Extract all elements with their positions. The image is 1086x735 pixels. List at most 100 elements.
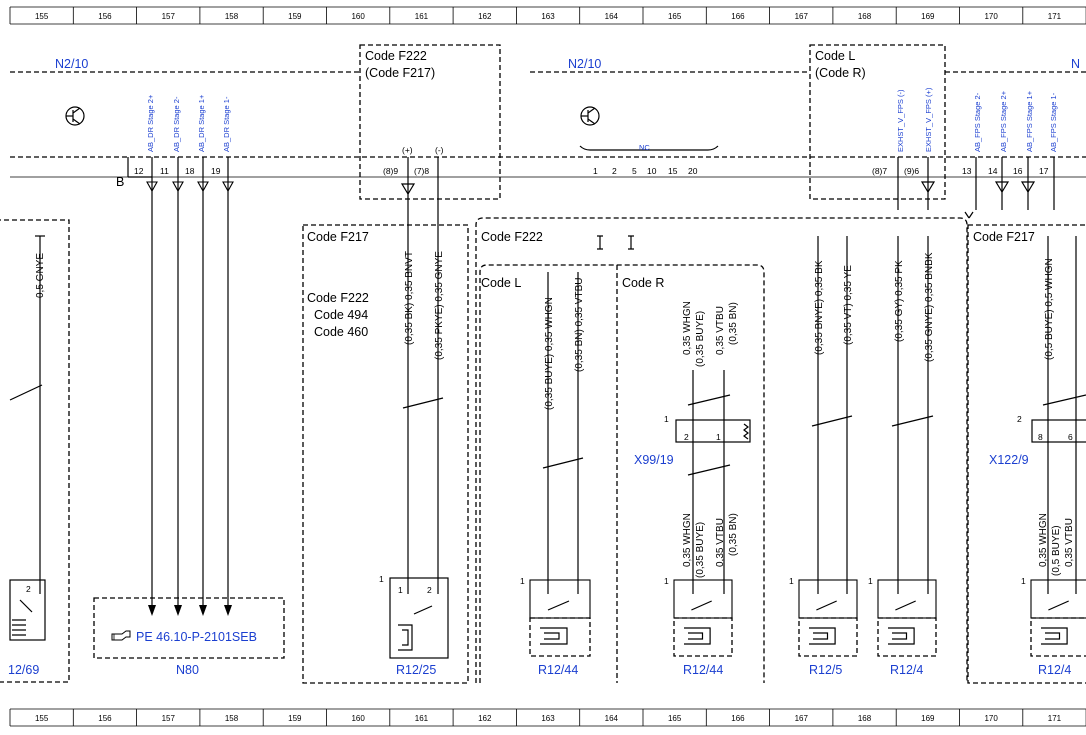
pin-number: (7)8 (414, 166, 429, 176)
ruler-label: 169 (921, 714, 935, 723)
connector-pin: 2 (1017, 414, 1022, 424)
ruler-label: 158 (225, 714, 239, 723)
nc-label: NC (639, 143, 650, 152)
code-box-l-r-sub (479, 264, 765, 683)
code-box-f222-f217 (359, 44, 501, 200)
pin-number: 17 (1039, 166, 1049, 176)
wire-label: (0,35 VT) 0,35 YE (843, 265, 854, 345)
signal-label: AB_DR Stage 1+ (197, 94, 206, 152)
module-n2-10-right[interactable]: N2/10 (568, 57, 601, 71)
wire-label: (0,5 BUYE) (1051, 525, 1062, 576)
wire-label: (0,5 BUYE) 0,5 WHGN (1044, 258, 1055, 360)
ruler-label: 171 (1048, 12, 1062, 21)
signal-label: AB_DR Stage 2- (172, 96, 181, 152)
component-r12-4[interactable]: R12/4 (890, 663, 923, 677)
component-r12-5[interactable]: R12/5 (809, 663, 842, 677)
ruler-label: 161 (415, 12, 429, 21)
wire-label: (0,35 GNYE) 0,35 BNBK (924, 252, 935, 362)
component-r12-25[interactable]: R12/25 (396, 663, 436, 677)
wire-label: (0,35 BUYE) (695, 522, 706, 578)
code-f222-label: Code F222 (307, 291, 369, 305)
ruler-label: 171 (1048, 714, 1062, 723)
ruler-label: 170 (984, 714, 998, 723)
connector-x99-19[interactable]: 1 2 1 (664, 414, 751, 443)
component-r12-cut[interactable]: R12/4 (1038, 663, 1071, 677)
wire-label: 0,35 WHGN (682, 513, 693, 567)
ruler-label: 169 (921, 12, 935, 21)
wire-label: (0,35 BUYE) 0,35 WHGN (544, 297, 555, 410)
ruler-label: 161 (415, 714, 429, 723)
pin-number: 19 (211, 166, 221, 176)
code-box-f217-right (967, 224, 1086, 684)
ruler-label: 164 (605, 12, 619, 21)
code-f222-label: Code F222 (365, 49, 427, 63)
component-pin: 1 (868, 576, 873, 586)
ruler-label: 163 (541, 714, 555, 723)
connector-pin: 6 (1068, 432, 1073, 442)
transistor-icon (65, 106, 85, 126)
component-pin: 1 (789, 576, 794, 586)
bus-label: B (116, 175, 124, 189)
connector-label-x122-9[interactable]: X122/9 (989, 453, 1029, 467)
connector-x122-9[interactable]: 2 8 6 (1017, 414, 1086, 443)
pin-number: 1 (593, 166, 598, 176)
signal-label: AB_FPS Stage 1+ (1025, 90, 1034, 152)
signal-label: EXHST_V_FPS (+) (924, 87, 933, 152)
code-f222-label: Code F222 (481, 230, 543, 244)
ruler-label: 160 (351, 714, 365, 723)
code-r-label: Code R (622, 276, 664, 290)
code-f217-label: (Code F217) (365, 66, 435, 80)
code-box-left-partial (0, 219, 70, 683)
code-460-label: Code 460 (314, 325, 368, 339)
pin-number: 15 (668, 166, 678, 176)
ruler-label: 159 (288, 12, 302, 21)
ruler-label: 170 (984, 12, 998, 21)
module-n2-10-left[interactable]: N2/10 (55, 57, 88, 71)
signal-label: EXHST_V_FPS (-) (896, 89, 905, 152)
pin-number: 2 (26, 584, 31, 594)
component-r12-44-l[interactable]: R12/44 (538, 663, 578, 677)
wire-label: 0,35 VTBU (715, 518, 726, 567)
component-pin: 1 (664, 576, 669, 586)
component-r12-44-r[interactable]: R12/44 (683, 663, 723, 677)
component-r12-69[interactable]: 12/69 (8, 663, 39, 677)
component-pin: 1 (398, 585, 403, 595)
code-box-f222 (475, 217, 968, 683)
ruler-label: 166 (731, 714, 745, 723)
connector-label-x99-19[interactable]: X99/19 (634, 453, 674, 467)
hand-pointer-icon[interactable] (111, 630, 131, 641)
ruler-label: 156 (98, 12, 112, 21)
connector-pin: 2 (684, 432, 689, 442)
component-pin: 1 (520, 576, 525, 586)
component-n80[interactable]: N80 (176, 663, 199, 677)
ruler-label: 162 (478, 12, 492, 21)
ruler-label: 168 (858, 714, 872, 723)
pin-number: (8)7 (872, 166, 887, 176)
exhst-signal-group: EXHST_V_FPS (-) EXHST_V_FPS (+) (8)7 (9)… (872, 87, 936, 210)
wire-label: (0,35 BK) 0,35 BNVT (404, 251, 415, 345)
ruler-label: 158 (225, 12, 239, 21)
code-r-label: (Code R) (815, 66, 866, 80)
ruler-label: 167 (795, 714, 809, 723)
left-signal-group: AB_DR Stage 2+ AB_DR Stage 2- AB_DR Stag… (116, 94, 231, 189)
wire-label: (0,35 GY) 0,35 PK (894, 260, 905, 342)
wire-label: 0,35 WHGN (1038, 513, 1049, 567)
connector-pin: 1 (664, 414, 669, 424)
pin-number: 18 (185, 166, 195, 176)
module-n-cut[interactable]: N (1071, 57, 1080, 71)
signal-label: AB_FPS Stage 1- (1049, 92, 1058, 152)
pin-number: 10 (647, 166, 657, 176)
pin-number: 12 (134, 166, 144, 176)
ruler-label: 163 (541, 12, 555, 21)
wire-label: (0,35 PKYE) 0,35 GNYE (434, 251, 445, 360)
n80-box (93, 597, 285, 659)
code-494-label: Code 494 (314, 308, 368, 322)
ruler-label: 165 (668, 12, 682, 21)
reference-link[interactable]: PE 46.10-P-2101SEB (136, 630, 257, 644)
n80-wires (146, 157, 234, 616)
wire-label: (0,35 BN) (728, 513, 739, 556)
signal-label: AB_DR Stage 2+ (146, 94, 155, 152)
